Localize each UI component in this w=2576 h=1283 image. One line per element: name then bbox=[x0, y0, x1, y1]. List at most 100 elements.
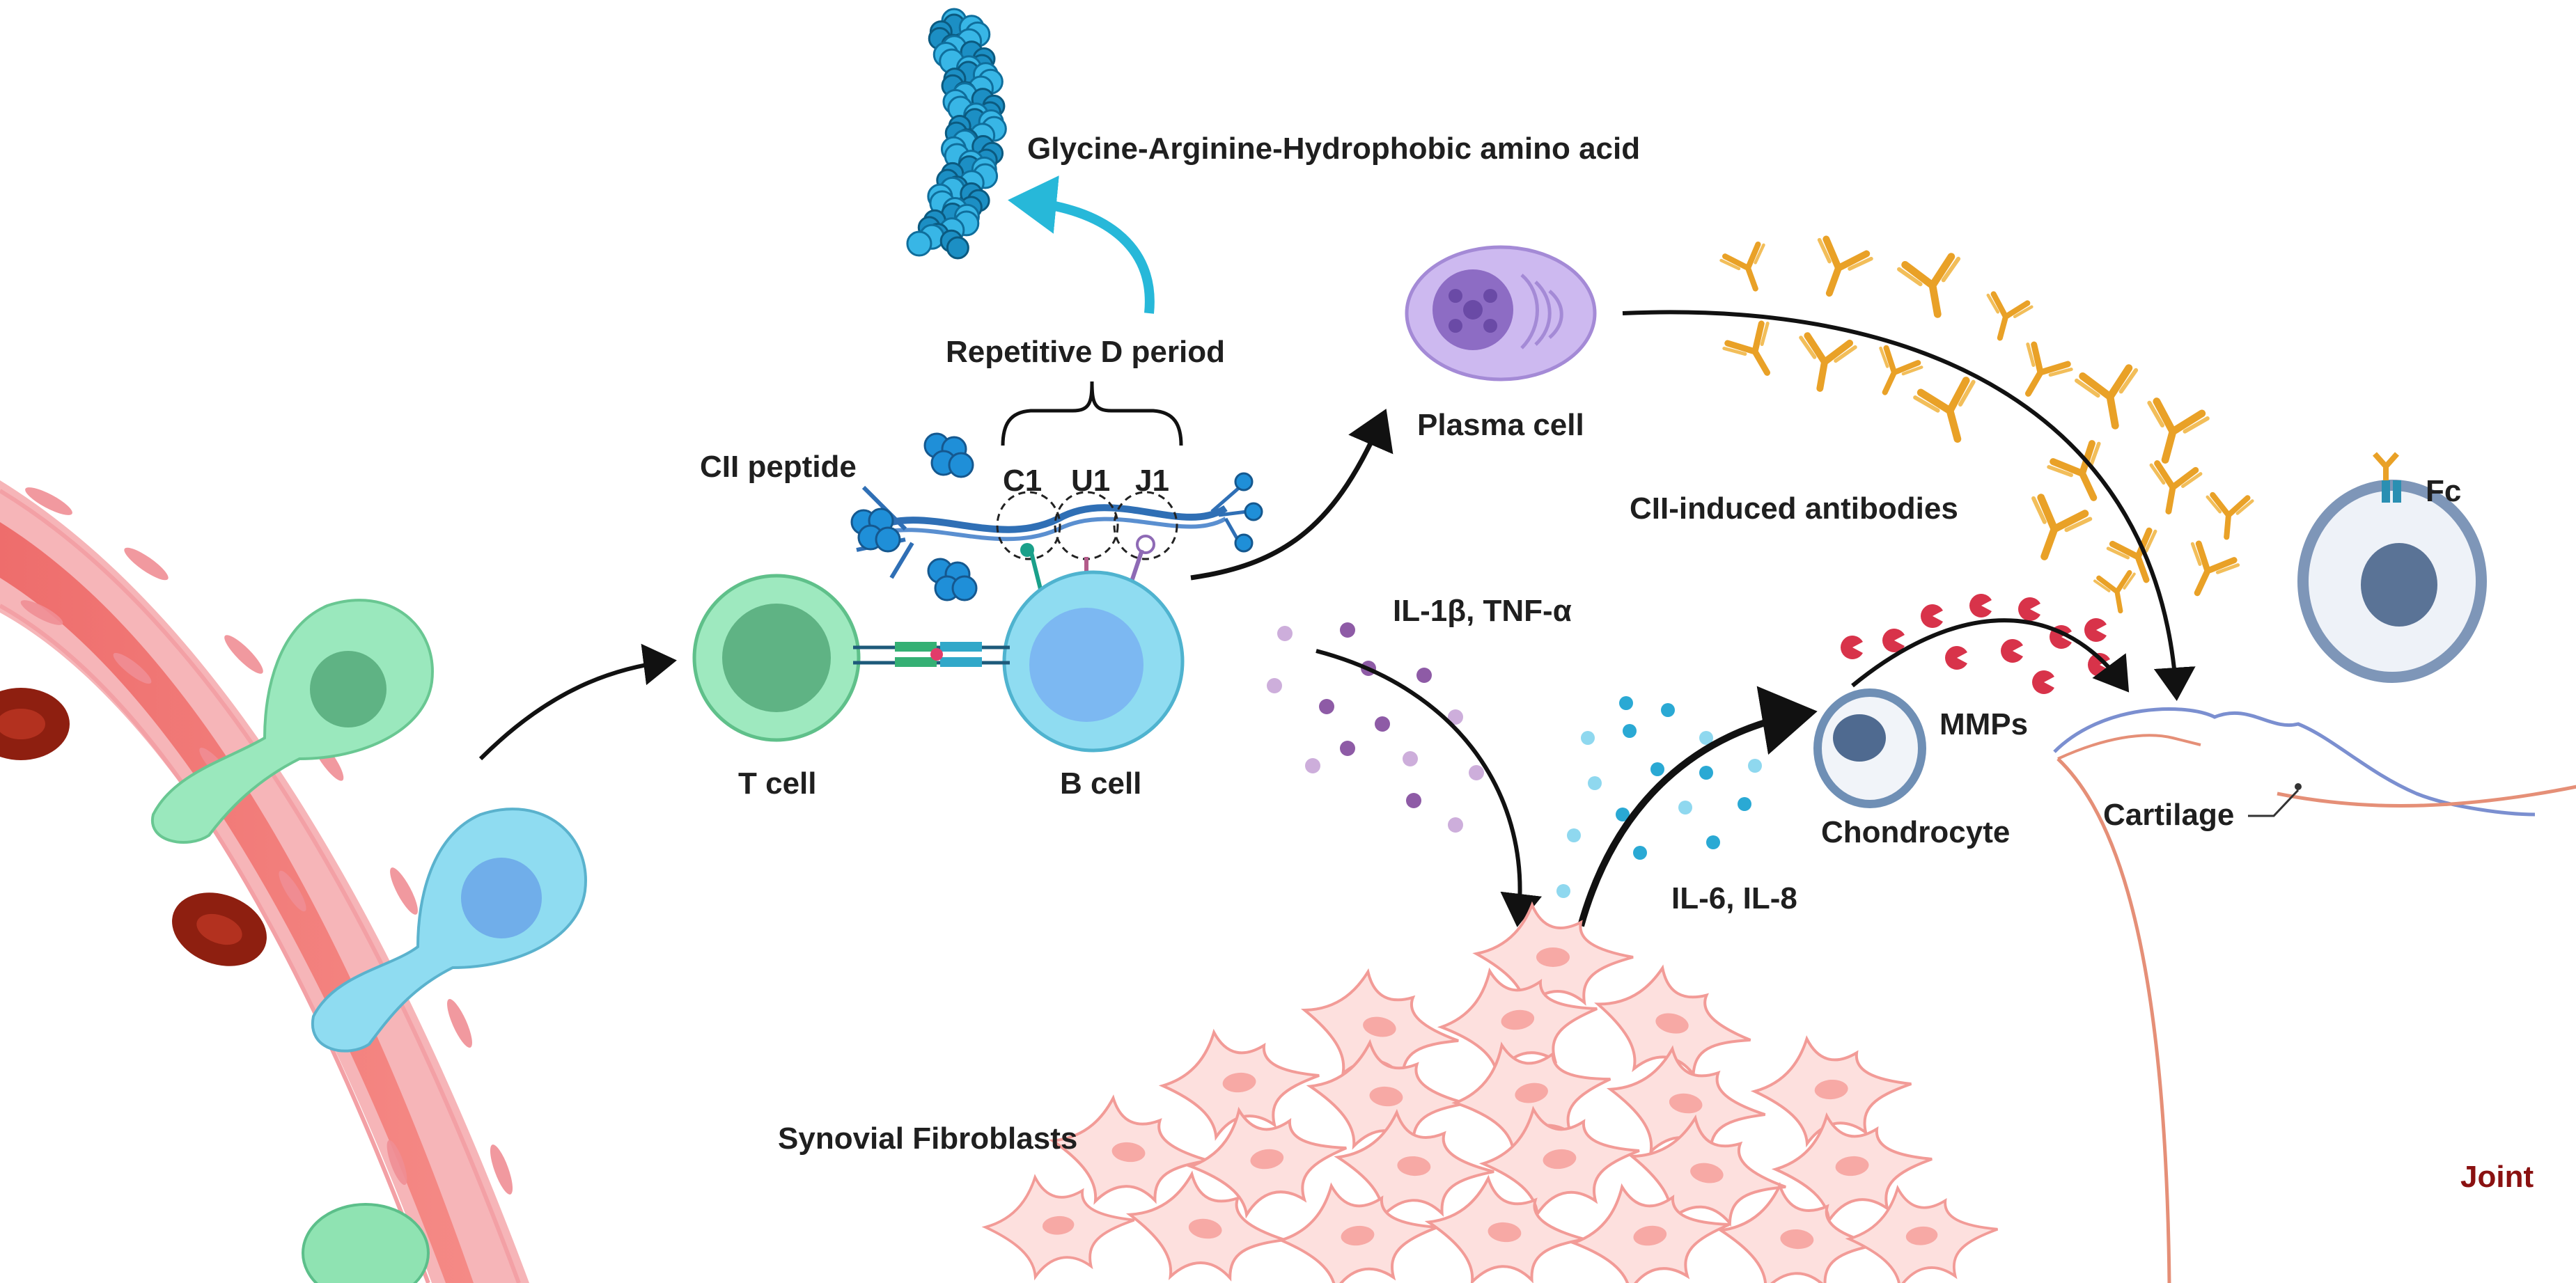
cytokines-il6-il8 bbox=[1556, 696, 1762, 898]
cytokine-dot bbox=[1699, 731, 1713, 745]
cytokine-dot bbox=[1650, 762, 1664, 776]
synovial-fibroblast bbox=[1606, 1045, 1766, 1156]
cytokine-dot bbox=[1340, 741, 1355, 756]
synovial-fibroblast bbox=[1845, 1184, 1999, 1283]
arrow-bcell-to-plasma bbox=[1190, 409, 1394, 581]
green-cell-in-vessel bbox=[302, 1203, 430, 1283]
synovial-fibroblast bbox=[1750, 1035, 1912, 1148]
cytokine-dot bbox=[1567, 828, 1581, 842]
antibody-icon bbox=[2149, 460, 2203, 514]
antibody-icon bbox=[1722, 320, 1770, 376]
antibody-icon bbox=[2031, 494, 2093, 560]
plasma-cell-label: Plasma cell bbox=[1417, 408, 1584, 442]
plasma-cell bbox=[1405, 245, 1597, 381]
synovial-fibroblast bbox=[1334, 1108, 1494, 1220]
cytokine-dot bbox=[1305, 758, 1320, 773]
cii-peptide-label: CII peptide bbox=[700, 450, 857, 484]
blood-vessel bbox=[0, 480, 529, 1283]
arrow-to-helix bbox=[1008, 175, 1155, 314]
synovial-fibroblast bbox=[1594, 964, 1751, 1078]
synovial-fibroblasts bbox=[981, 901, 1999, 1283]
cytokine-dot bbox=[1406, 793, 1421, 808]
arrow-vessel-to-tcell bbox=[478, 643, 677, 761]
cytokines-il1-tnf bbox=[1267, 622, 1484, 833]
mmp-enzyme bbox=[1969, 594, 1992, 618]
antibody-icon bbox=[2093, 569, 2136, 614]
mmp-enzyme bbox=[2032, 670, 2054, 695]
cytokine-dot bbox=[1416, 668, 1432, 683]
cytokine-dot bbox=[1588, 776, 1602, 790]
antibody-icon bbox=[2190, 540, 2240, 597]
antibody-icon bbox=[2047, 440, 2101, 501]
cytokine-dot bbox=[1319, 699, 1334, 714]
antibody-icon bbox=[2106, 527, 2157, 583]
mmp-enzyme bbox=[1921, 604, 1943, 628]
t-cell-label: T cell bbox=[738, 766, 817, 801]
antibody-icon bbox=[2147, 398, 2210, 464]
fc-receptor-cell bbox=[2297, 452, 2487, 683]
cytokine-dot bbox=[1699, 766, 1713, 780]
cii-antibodies-label: CII-induced antibodies bbox=[1630, 491, 1958, 526]
helix-bead bbox=[906, 230, 932, 257]
arrow-cytokine-to-fibroblast bbox=[1316, 649, 1542, 927]
mmps bbox=[1841, 594, 2110, 695]
antibody-icon bbox=[1897, 253, 1961, 318]
antibody-icon bbox=[2025, 341, 2073, 397]
chondrocyte-label: Chondrocyte bbox=[1821, 815, 2010, 849]
tcr-mhc-complex bbox=[853, 642, 1010, 667]
joint-cartilage bbox=[2053, 707, 2576, 1283]
red-blood-cell bbox=[0, 688, 70, 760]
collagen-helix bbox=[906, 8, 1007, 260]
cytokine-dot bbox=[1661, 703, 1675, 717]
b-cell-label: B cell bbox=[1060, 766, 1141, 801]
synovial-fibroblast bbox=[1569, 1183, 1730, 1283]
synovial-fibroblasts-label: Synovial Fibroblasts bbox=[778, 1121, 1077, 1156]
migrating-t-cell bbox=[150, 599, 434, 844]
antibody-icon bbox=[1913, 377, 1976, 443]
mmp-enzyme bbox=[1945, 645, 1967, 670]
cytokine-dot bbox=[1678, 801, 1692, 814]
cii-peptide-chain bbox=[850, 432, 1263, 606]
fc-label: Fc bbox=[2426, 474, 2461, 508]
antibody-icon bbox=[2206, 491, 2254, 540]
cytokine-dot bbox=[1706, 835, 1720, 849]
cytokine-dot bbox=[1403, 751, 1418, 766]
cytokine-dot bbox=[1556, 884, 1570, 898]
cytokine-dot bbox=[1340, 622, 1355, 638]
il1-tnf-label: IL-1β, TNF-α bbox=[1393, 594, 1572, 628]
mmp-enzyme bbox=[2000, 639, 2023, 663]
mmp-enzyme bbox=[1882, 628, 1905, 652]
cytokine-dot bbox=[1277, 626, 1293, 641]
mmps-label: MMPs bbox=[1939, 707, 2028, 741]
antibody-icon bbox=[1799, 332, 1857, 392]
synovial-fibroblast bbox=[1158, 1028, 1320, 1141]
antibody-icon bbox=[1719, 241, 1765, 292]
cytokine-dot bbox=[1448, 709, 1463, 725]
cytokine-dot bbox=[1267, 678, 1282, 693]
arrow-fibroblast-to-chondrocyte bbox=[1577, 686, 1818, 927]
cytokine-dot bbox=[1616, 808, 1630, 821]
cytokine-dot bbox=[1469, 765, 1484, 780]
cytokine-dot bbox=[1581, 731, 1595, 745]
arrow-chondrocyte-mmps bbox=[1851, 618, 2130, 693]
antibody-icon bbox=[2075, 364, 2139, 430]
synovial-fibroblast bbox=[1186, 1106, 1347, 1219]
cytokine-dot bbox=[1448, 817, 1463, 833]
amino-acid-label: Glycine-Arginine-Hydrophobic amino acid bbox=[1027, 132, 1640, 166]
antibody-icon bbox=[1817, 235, 1873, 297]
helix-bead bbox=[946, 236, 969, 260]
curly-brace bbox=[1001, 381, 1183, 446]
antibody-icon bbox=[1986, 291, 2034, 341]
t-cell bbox=[692, 574, 861, 742]
cartilage-leader-line bbox=[2248, 789, 2300, 817]
chondrocyte bbox=[1813, 688, 1926, 808]
joint-label: Joint bbox=[2460, 1160, 2534, 1194]
cytokine-dot bbox=[1738, 797, 1751, 811]
repetitive-d-period-label: Repetitive D period bbox=[946, 335, 1225, 369]
antibody-icon bbox=[1879, 345, 1923, 395]
cytokine-dot bbox=[1633, 846, 1647, 860]
migrating-b-cell bbox=[311, 808, 587, 1053]
b-cell bbox=[1002, 570, 1185, 753]
cytokine-dot bbox=[1623, 724, 1637, 738]
mmp-enzyme bbox=[2084, 618, 2107, 642]
